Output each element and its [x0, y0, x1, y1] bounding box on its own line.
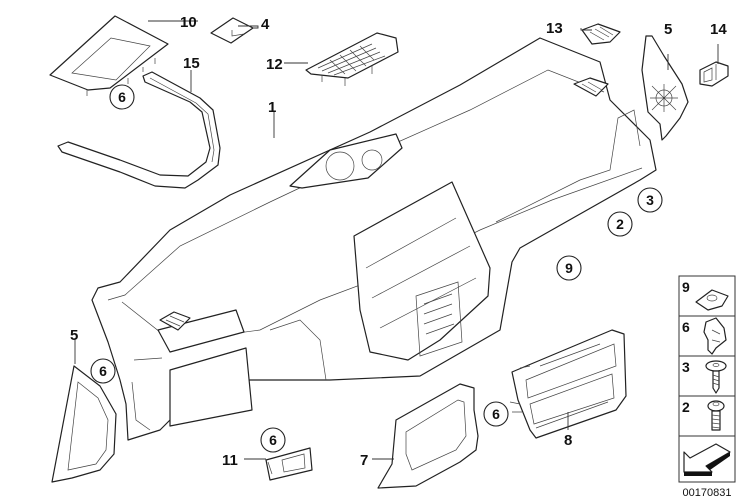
circled-ref-2: 2 [607, 211, 633, 237]
fastener-legend: 9 6 3 2 [678, 275, 736, 499]
circled-ref-9: 9 [556, 255, 582, 281]
part-8-center-panel[interactable] [509, 329, 627, 439]
part-14-connector[interactable] [699, 61, 729, 87]
callout-5-upper: 5 [664, 21, 672, 38]
drawing-number: 00170831 [683, 487, 732, 499]
part-11-small-trim[interactable] [265, 447, 313, 481]
callouts: 10 4 15 12 13 5 14 1 5 11 7 8 [70, 14, 727, 469]
callout-10: 10 [180, 14, 197, 31]
part-12-grille[interactable] [305, 32, 399, 86]
callout-13: 13 [546, 20, 563, 37]
callout-7: 7 [360, 452, 368, 469]
legend-item-2[interactable]: 2 [678, 395, 736, 437]
part-10-trim-bezel[interactable] [49, 15, 169, 96]
svg-text:6: 6 [492, 406, 500, 422]
circled-ref-6-left: 6 [90, 358, 116, 384]
part-5-end-panel-left[interactable] [51, 365, 117, 483]
leader-lines [74, 20, 719, 460]
part-1-dashboard[interactable] [91, 37, 657, 441]
front-direction-arrow-icon [683, 443, 731, 476]
svg-text:3: 3 [646, 192, 654, 208]
circled-ref-3: 3 [637, 187, 663, 213]
part-7-trim-ring[interactable] [377, 383, 479, 489]
svg-text:2: 2 [682, 399, 690, 415]
circled-refs: 6 3 2 9 6 6 6 [90, 84, 663, 453]
part-13-vent[interactable] [581, 23, 621, 45]
part-5-end-panel-right[interactable] [641, 35, 689, 141]
collar-screw-icon [707, 400, 725, 431]
svg-text:6: 6 [682, 319, 690, 335]
svg-text:6: 6 [118, 89, 126, 105]
part-15-bracket[interactable] [57, 71, 221, 189]
callout-8: 8 [564, 432, 572, 449]
circled-ref-6-center: 6 [483, 401, 509, 427]
callout-12: 12 [266, 56, 283, 73]
legend-item-3[interactable]: 3 [678, 355, 736, 397]
callout-1: 1 [268, 99, 276, 116]
callout-15: 15 [183, 55, 200, 72]
svg-text:3: 3 [682, 359, 690, 375]
svg-text:6: 6 [269, 432, 277, 448]
washer-screw-icon [705, 360, 727, 394]
svg-text:2: 2 [616, 216, 624, 232]
callout-14: 14 [710, 21, 727, 38]
clip-nut-icon [695, 289, 729, 311]
callout-5-lower: 5 [70, 327, 78, 344]
callout-11: 11 [222, 452, 238, 469]
part-4-pad[interactable] [210, 17, 254, 44]
callout-4: 4 [261, 16, 270, 33]
svg-text:6: 6 [99, 363, 107, 379]
circled-ref-6-top: 6 [109, 84, 135, 110]
svg-text:9: 9 [682, 279, 690, 295]
legend-item-9[interactable]: 9 [678, 275, 736, 317]
legend-item-6[interactable]: 6 [678, 315, 736, 357]
legend-direction-box [678, 435, 736, 483]
svg-text:9: 9 [565, 260, 573, 276]
spring-clip-icon [703, 317, 727, 355]
circled-ref-6-bottom: 6 [260, 427, 286, 453]
